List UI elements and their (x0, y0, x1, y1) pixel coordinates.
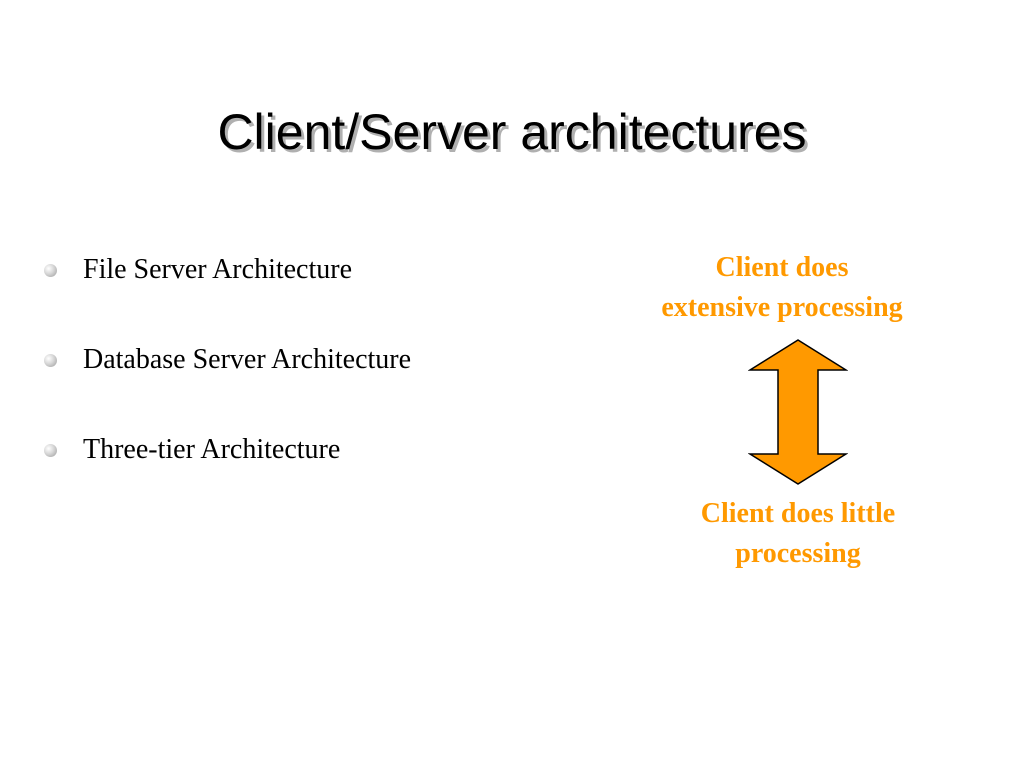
note-line: Client does (715, 252, 849, 283)
arrow-shape (748, 339, 848, 485)
list-item: File Server Architecture (44, 248, 411, 292)
note-line: Client does little (700, 498, 896, 529)
bullet-dot-icon (44, 353, 57, 367)
bullet-dot-icon (44, 443, 57, 457)
note-line: extensive processing (661, 292, 903, 323)
list-item-text: File Server Architecture (83, 254, 353, 285)
slide-title: Client/Server architectures (217, 104, 807, 160)
note-little-processing: Client does little processing (628, 494, 968, 574)
list-item: Three-tier Architecture (44, 428, 411, 472)
note-extensive-processing: Client does extensive processing (612, 248, 952, 328)
list-item-text: Database Server Architecture (83, 344, 412, 375)
bullet-dot-icon (44, 263, 57, 277)
up-down-arrow-icon (748, 339, 848, 485)
list-item-text: Three-tier Architecture (83, 434, 341, 465)
bullet-list: File Server Architecture Database Server… (44, 248, 411, 518)
list-item: Database Server Architecture (44, 338, 411, 382)
note-line: processing (735, 538, 861, 569)
